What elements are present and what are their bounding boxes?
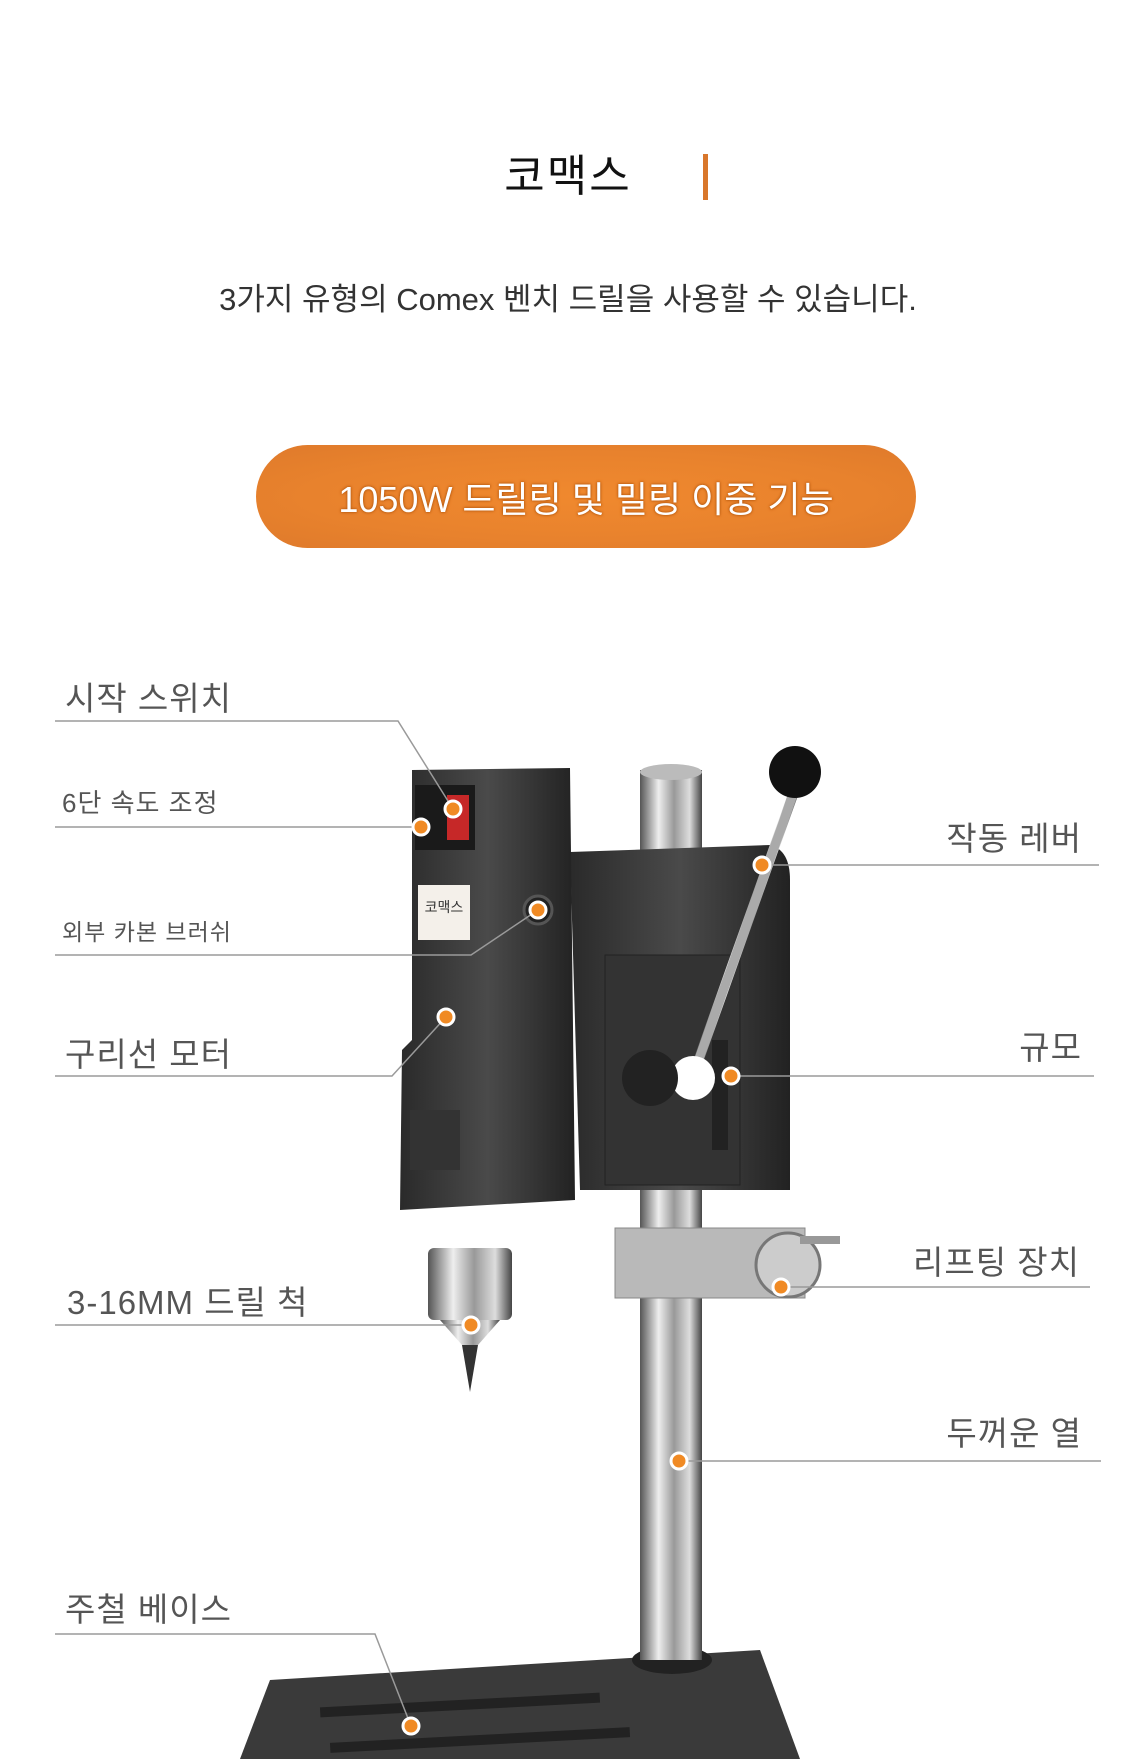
scale	[712, 1040, 728, 1150]
callout-carbon-brush: 외부 카본 브러쉬	[62, 919, 232, 945]
callout-dot	[411, 817, 431, 837]
callout-dot	[752, 855, 772, 875]
callout-drill-chuck: 3-16MM 드릴 척	[67, 1284, 309, 1321]
drill-chuck	[428, 1248, 512, 1320]
product-label-text: 코맥스	[425, 900, 464, 916]
title-accent-bar	[703, 154, 708, 200]
callout-speed-adjust: 6단 속도 조정	[62, 788, 219, 818]
callout-lifting-device: 리프팅 장치	[913, 1244, 1080, 1281]
callout-dot	[443, 799, 463, 819]
callout-dot	[528, 900, 548, 920]
page-title: 코맥스	[504, 151, 632, 202]
callout-dot	[436, 1007, 456, 1027]
callout-dots	[401, 799, 791, 1736]
motor-housing	[400, 768, 575, 1210]
callout-dot	[401, 1716, 421, 1736]
callout-dot	[721, 1066, 741, 1086]
lever-knob	[769, 746, 821, 798]
callout-start-switch: 시작 스위치	[65, 680, 232, 717]
callout-thick-column: 두꺼운 열	[946, 1415, 1082, 1452]
callout-dot	[771, 1277, 791, 1297]
feature-pill: 1050W 드릴링 및 밀링 이중 기능	[256, 445, 916, 548]
callout-copper-motor: 구리선 모터	[65, 1036, 232, 1073]
callout-cast-iron-base: 주철 베이스	[65, 1591, 232, 1628]
callout-scale: 규모	[1019, 1029, 1082, 1066]
leader-lines	[55, 720, 1101, 1727]
callout-dot	[461, 1315, 481, 1335]
feature-pill-label: 1050W 드릴링 및 밀링 이중 기능	[338, 478, 834, 520]
callout-dot	[669, 1451, 689, 1471]
page-subtitle: 3가지 유형의 Comex 벤치 드릴을 사용할 수 있습니다.	[219, 282, 917, 317]
callout-operating-lever: 작동 레버	[946, 820, 1082, 857]
